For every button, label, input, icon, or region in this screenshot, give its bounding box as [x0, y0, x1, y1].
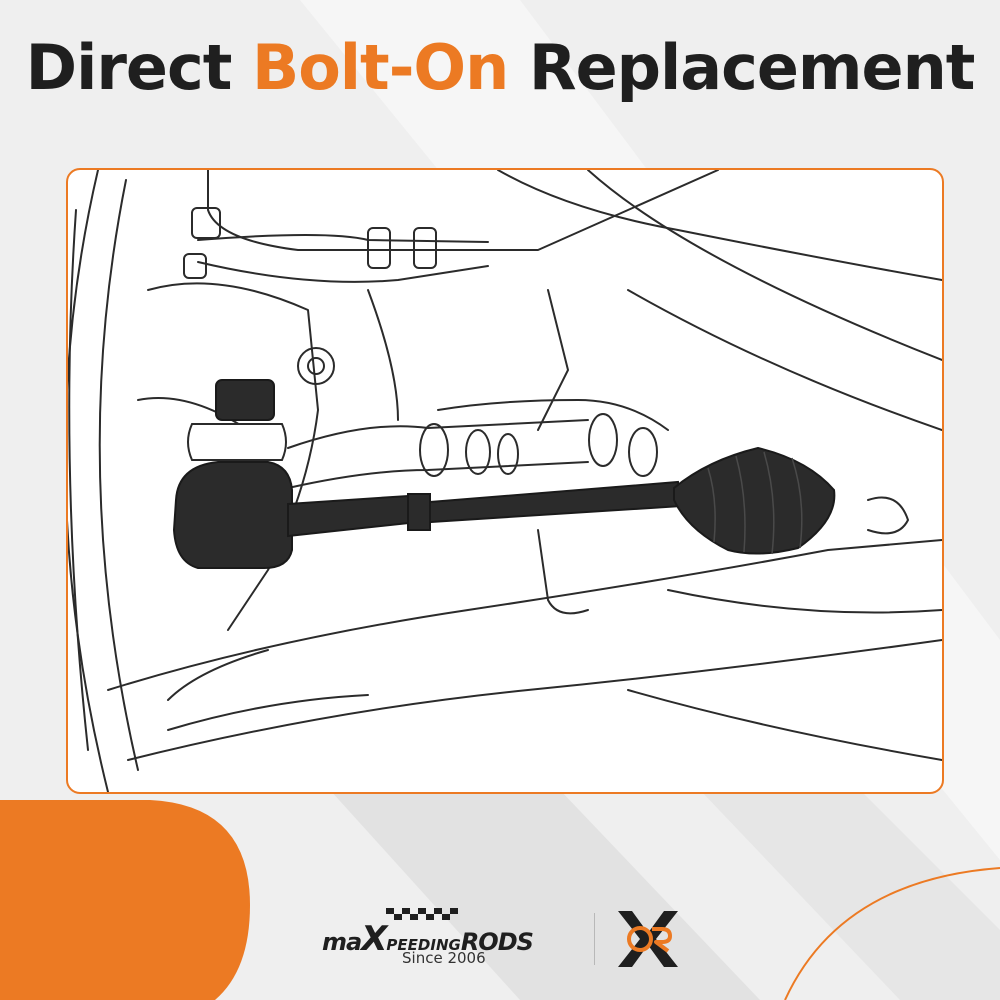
- knuckle-bolt-outer: [297, 347, 335, 385]
- orange-blob: [0, 800, 250, 1000]
- subframe-line-2: [667, 589, 942, 614]
- arm-support: [537, 529, 589, 615]
- tie-rod-boot-rib-3: [763, 451, 775, 555]
- rack-tube-upper: [437, 399, 669, 431]
- brake-line-clip-4: [413, 227, 437, 269]
- brake-line-clip-2: [183, 253, 207, 279]
- rack-bushing-3: [497, 433, 519, 475]
- brake-line: [197, 234, 489, 243]
- brake-line-clip-1: [191, 207, 221, 239]
- body-panel-upper: [207, 170, 719, 251]
- brand-logo: maXPEEDINGRODS Since 2006: [316, 905, 696, 975]
- rack-bushing-4: [588, 413, 618, 467]
- illustration-frame: [66, 168, 944, 794]
- control-arm-inner: [167, 649, 269, 701]
- brand-since-text: Since 2006: [402, 949, 486, 967]
- brand-x-badge-icon: [618, 911, 678, 967]
- control-arm-top: [107, 539, 942, 691]
- rack-mount: [537, 289, 569, 431]
- tie-rod-stud-collar: [187, 423, 287, 461]
- orange-arc-line: [784, 867, 1000, 1000]
- headline-accent-text: Bolt-On: [251, 31, 509, 104]
- rack-bushing-5: [628, 427, 658, 477]
- tie-rod-boot: [673, 446, 836, 555]
- arm-bracket: [867, 496, 909, 535]
- tie-rod-boot-rib-2: [735, 455, 746, 553]
- tie-rod-shaft-outer: [287, 494, 420, 538]
- control-arm-lower-lip: [167, 694, 369, 731]
- headline-text-1: Direct: [25, 31, 252, 104]
- brand-wordmark-x: X: [361, 919, 387, 959]
- wheel-rim-inner: [98, 179, 139, 771]
- rack-bushing-1: [419, 423, 449, 477]
- brand-wordmark-rods: RODS: [460, 928, 534, 956]
- brand-wordmark-peeding: PEEDING: [386, 936, 461, 954]
- knuckle-bolt-inner: [307, 357, 325, 375]
- control-arm-bottom: [127, 639, 942, 761]
- rack-tube-top: [287, 419, 589, 449]
- brake-line-2: [197, 261, 489, 283]
- rack-tube-bottom: [287, 461, 589, 489]
- tie-rod-nut: [215, 379, 275, 421]
- checkered-flag-icon: [386, 908, 458, 920]
- rack-bushing-2: [465, 429, 491, 475]
- wheel-rim-outer: [68, 170, 109, 792]
- strut-line: [367, 289, 399, 421]
- knuckle-outline-2: [137, 397, 249, 431]
- wheel-rim-inner-2: [68, 209, 89, 751]
- brand-wordmark-ma: ma: [322, 928, 362, 956]
- brake-line-clip-3: [367, 227, 391, 269]
- tie-rod-boot-rib-1: [707, 467, 716, 543]
- body-panel-lower: [627, 289, 942, 431]
- background-stripe-gray-2: [700, 790, 1000, 1000]
- tie-rod-boot-rib-4: [791, 457, 803, 549]
- subframe-line: [627, 689, 942, 761]
- tie-rod-end-housing: [172, 461, 293, 569]
- body-panel-curve: [497, 170, 942, 281]
- brand-wordmark: maXPEEDINGRODS: [322, 919, 534, 959]
- headline-title: Direct Bolt-On Replacement: [0, 28, 1000, 108]
- headline-text-2: Replacement: [508, 31, 976, 104]
- logo-divider: [594, 913, 595, 965]
- tie-rod-assembly: [172, 379, 836, 569]
- tie-rod-shaft-inner: [429, 480, 684, 524]
- body-panel-line: [587, 170, 942, 361]
- suspension-illustration: [68, 170, 942, 792]
- tie-rod-jam-nut: [407, 493, 431, 531]
